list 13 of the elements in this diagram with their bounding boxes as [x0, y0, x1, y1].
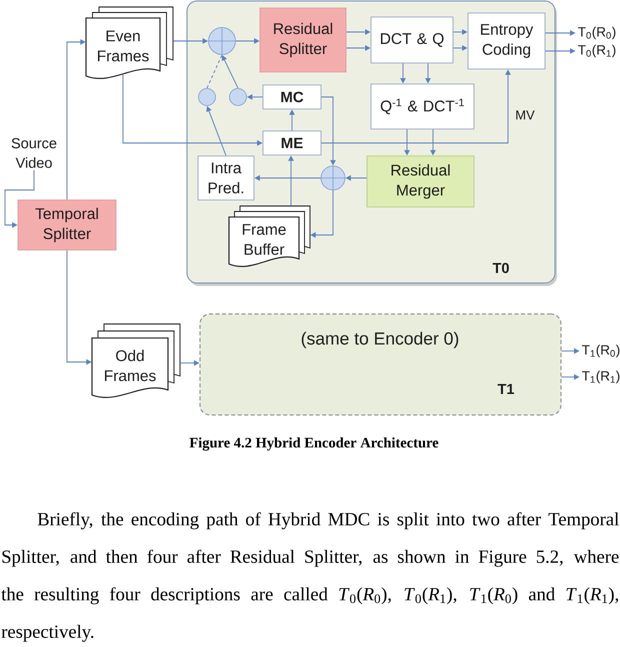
panel-note: (same to Encoder 0)	[302, 332, 458, 348]
output-label: T$_{1}$(R$_{0}$)	[582, 344, 620, 358]
input-label: Source Video	[12, 138, 56, 168]
output-label: T$_{1}$(R$_{1}$)	[582, 370, 620, 384]
body-paragraph: Briefly, the encoding path of Hybrid MDC is split into two after Temporal Splitter, and then four after Residual Splitter, as shown in Figure 5.2, where the resulting four descriptions are called T$_{0}$(R$_{0}$), T$_{0}$(R$_{1}$), T$_{1}$(R$_{0}$) and T$_{1}$(R$_{1}$), respectively.	[1, 512, 619, 642]
panel-label: T1	[498, 384, 514, 394]
output-label: T$_{0}$(R$_{1}$)	[578, 44, 616, 58]
output-label: T$_{0}$(R$_{0}$)	[578, 26, 616, 40]
figure-caption: Figure 4.2 Hybrid Encoder Architecture	[190, 437, 438, 451]
arrow	[4, 170, 34, 228]
process-box: Temporal Splitter	[18, 200, 116, 250]
document-stack: Odd Frames	[91, 324, 180, 398]
document-stack: Even Frames	[85, 6, 174, 80]
